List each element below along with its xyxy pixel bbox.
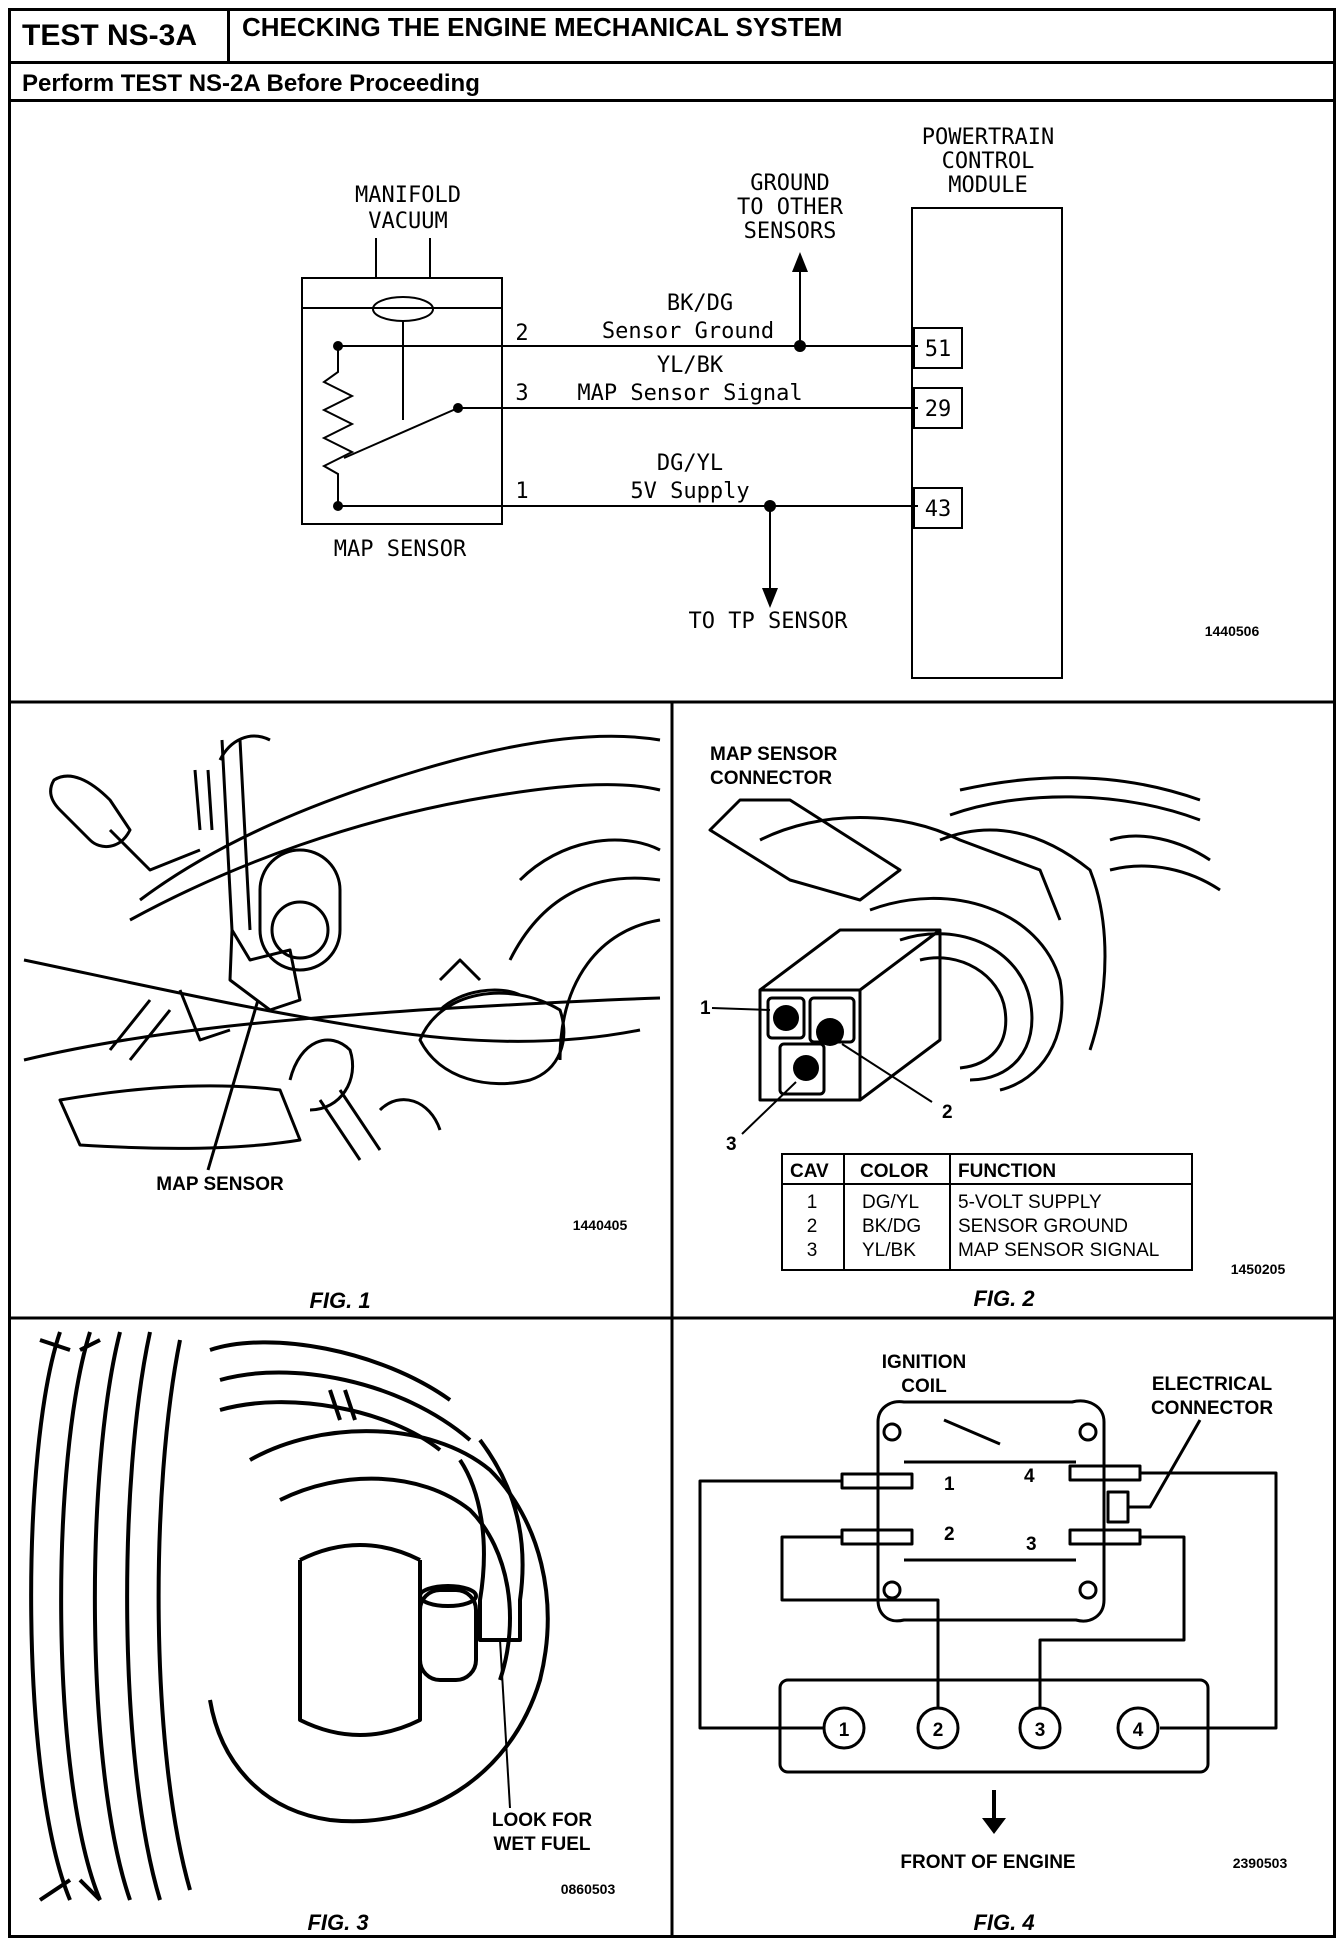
connector-label-1: ELECTRICAL (1152, 1374, 1273, 1395)
manifold-label-1: MANIFOLD (355, 183, 461, 208)
table-cell: BK/DG (862, 1216, 921, 1237)
schematic-doc-id: 1440506 (1205, 623, 1260, 639)
coil-terminal-3: 3 (1026, 1534, 1037, 1555)
schematic-dots (333, 252, 808, 608)
table-header-cav: CAV (790, 1161, 829, 1182)
spark-plug-circles (822, 1706, 1160, 1750)
wire-name-signal: MAP Sensor Signal (577, 381, 802, 406)
fig2-caption: FIG. 2 (973, 1286, 1035, 1311)
wire-name-supply: 5V Supply (630, 479, 749, 504)
plug-label-4: 4 (1133, 1720, 1144, 1741)
ground-label-3: SENSORS (744, 219, 837, 244)
table-cell: 2 (807, 1216, 818, 1237)
subtitle-row (8, 64, 1336, 102)
wire-color-ground: BK/DG (667, 291, 733, 316)
arrow-up-icon (792, 252, 808, 272)
fig1-label: MAP SENSOR (156, 1174, 284, 1195)
fig3-pointer (499, 1639, 511, 1809)
fig3-doc-id: 0860503 (561, 1881, 616, 1897)
table-cell: 1 (807, 1192, 818, 1213)
fig1-illustration (23, 734, 661, 1161)
fig4-diagram (698, 1399, 1278, 1774)
panel-dividers (8, 700, 1336, 1938)
fig3-illustration (29, 1331, 550, 1902)
fig3-caption: FIG. 3 (307, 1910, 368, 1935)
sensor-pin-3: 3 (515, 381, 528, 406)
pcm-label-1: POWERTRAIN (922, 125, 1054, 150)
sensor-pin-1: 1 (515, 479, 528, 504)
pcm-label-3: MODULE (948, 173, 1027, 198)
front-of-engine-label: FRONT OF ENGINE (900, 1852, 1075, 1873)
table-header-color: COLOR (860, 1161, 929, 1182)
wire-color-supply: DG/YL (657, 451, 723, 476)
pcm-pin-43: 43 (925, 497, 952, 522)
wire-color-signal: YL/BK (657, 353, 724, 378)
test-id: TEST NS-3A (8, 8, 230, 64)
connector-pin-label-1: 1 (700, 998, 711, 1019)
pcm-label-2: CONTROL (942, 149, 1035, 174)
page-subtitle: Perform TEST NS-2A Before Proceeding (22, 70, 480, 97)
arrow-down-icon (762, 588, 778, 608)
ground-label-1: GROUND (750, 171, 829, 196)
map-sensor-box (301, 277, 503, 525)
wire-name-ground: Sensor Ground (602, 319, 774, 344)
fig1-caption: FIG. 1 (309, 1288, 370, 1313)
connector-drawing (708, 776, 1221, 1102)
connector-pins (773, 1005, 844, 1081)
table-cell: DG/YL (862, 1192, 919, 1213)
fig4-caption: FIG. 4 (973, 1910, 1034, 1935)
fig3-label-2: WET FUEL (493, 1834, 590, 1855)
pcm-pin-29: 29 (925, 397, 952, 422)
table-cell: MAP SENSOR SIGNAL (958, 1240, 1159, 1261)
front-arrow-icon (982, 1790, 1006, 1834)
header-row (8, 8, 1336, 64)
fig2-doc-id: 1450205 (1231, 1261, 1286, 1277)
table-cell: 5-VOLT SUPPLY (958, 1192, 1102, 1213)
fig4-doc-id: 2390503 (1233, 1855, 1288, 1871)
wiring-schematic (301, 207, 1063, 679)
fig2-title-1: MAP SENSOR (710, 744, 838, 765)
pcm-box (911, 207, 1063, 679)
coil-terminal-4: 4 (1024, 1466, 1035, 1487)
fig1-pointer (206, 999, 260, 1171)
connector-label-2: CONNECTOR (1151, 1398, 1273, 1419)
fig2-title-2: CONNECTOR (710, 768, 832, 789)
ground-label-2: TO OTHER (737, 195, 844, 220)
manifold-label-2: VACUUM (368, 209, 447, 234)
coil-label-2: COIL (901, 1376, 947, 1397)
plug-label-2: 2 (933, 1720, 944, 1741)
connector-pin-label-3: 3 (726, 1134, 737, 1155)
coil-terminal-1: 1 (944, 1474, 955, 1495)
sensor-pin-2: 2 (515, 321, 528, 346)
page-title: CHECKING THE ENGINE MECHANICAL SYSTEM (242, 12, 843, 42)
connector-leaders (711, 1007, 933, 1135)
table-cell: YL/BK (862, 1240, 916, 1261)
cavity-table (781, 1153, 1193, 1271)
plug-label-1: 1 (839, 1720, 850, 1741)
fig3-label-1: LOOK FOR (492, 1810, 593, 1831)
coil-label-1: IGNITION (882, 1352, 966, 1373)
coil-terminal-2: 2 (944, 1524, 955, 1545)
table-header-function: FUNCTION (958, 1161, 1056, 1182)
plug-label-3: 3 (1035, 1720, 1046, 1741)
fig1-doc-id: 1440405 (573, 1217, 628, 1233)
map-sensor-label: MAP SENSOR (334, 537, 467, 562)
to-tp-label: TO TP SENSOR (689, 609, 849, 634)
pcm-pin-51: 51 (925, 337, 952, 362)
connector-pin-label-2: 2 (942, 1102, 953, 1123)
table-cell: 3 (807, 1240, 818, 1261)
table-cell: SENSOR GROUND (958, 1216, 1128, 1237)
